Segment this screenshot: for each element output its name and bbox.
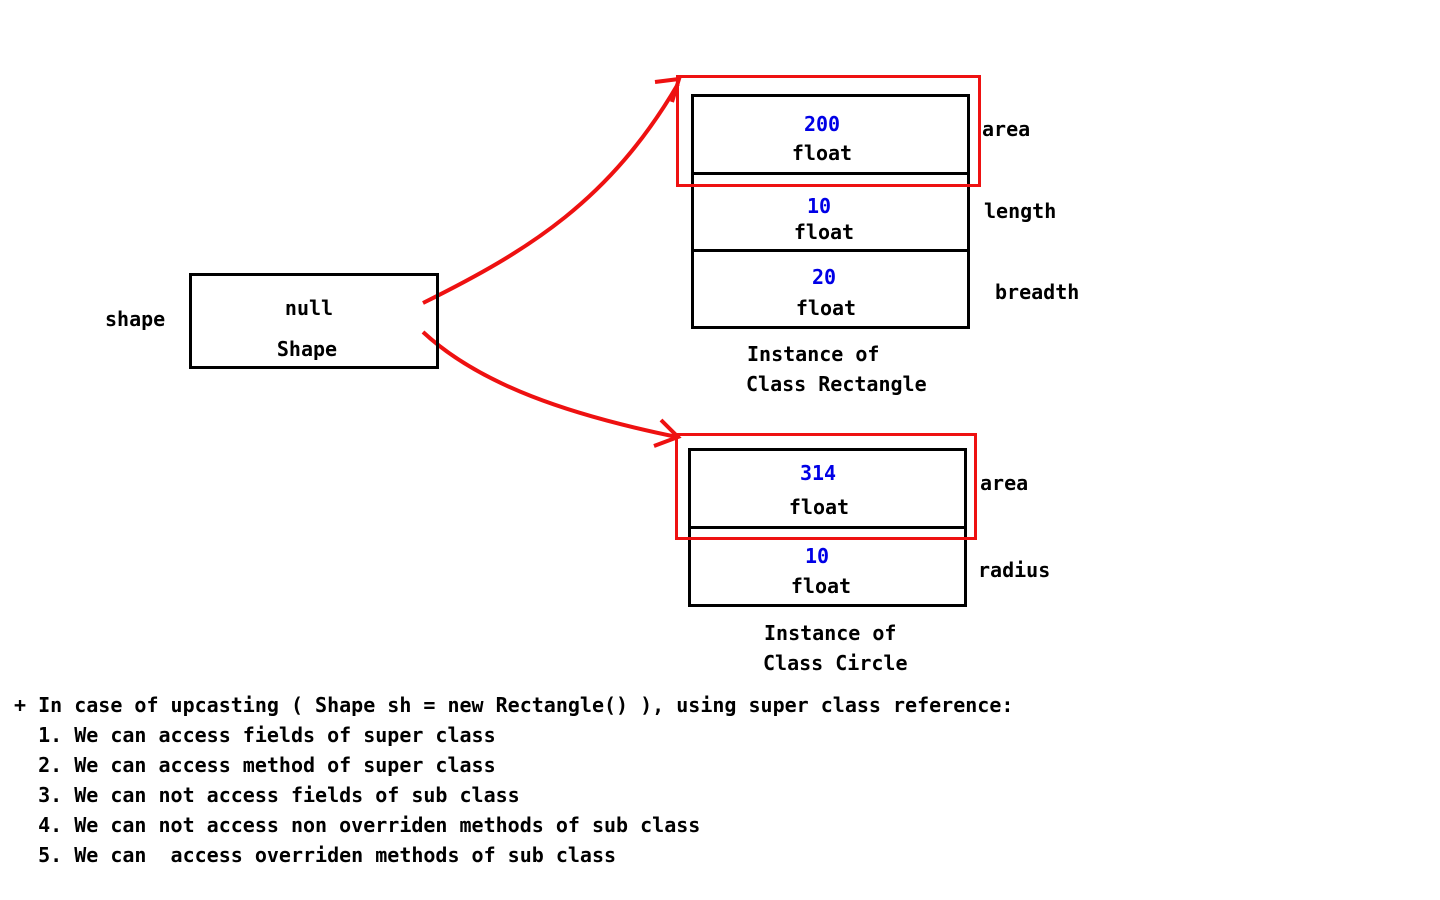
rectangle-divider-1 [691,172,970,175]
rectangle-breadth-name: breadth [995,280,1080,304]
reference-box [189,273,439,369]
upcasting-notes: + In case of upcasting ( Shape sh = new … [14,690,1013,870]
rectangle-length-type: float [793,220,855,244]
circle-radius-name: radius [978,558,1051,582]
rectangle-length-value: 10 [806,194,832,218]
note-item-3: 3. We can not access fields of sub class [14,783,520,807]
rectangle-area-value: 200 [803,112,841,136]
circle-radius-value: 10 [804,544,830,568]
arrowhead-circle [653,418,682,448]
arrowhead-rectangle [654,76,682,103]
note-item-1: 1. We can access fields of super class [14,723,496,747]
note-item-4: 4. We can not access non overriden metho… [14,813,701,837]
notes-heading: + In case of upcasting ( Shape sh = new … [14,693,1014,717]
rectangle-area-type: float [791,141,853,165]
arrow-to-rectangle [422,82,680,305]
circle-area-type: float [788,495,850,519]
arrow-to-circle [421,330,678,439]
rectangle-length-name: length [984,199,1057,223]
rectangle-area-highlight [676,75,981,187]
note-item-5: 5. We can access overriden methods of su… [14,843,617,867]
circle-divider-1 [688,526,967,529]
reference-type: Shape [276,337,338,361]
rectangle-object-box [691,94,970,329]
circle-radius-type: float [790,574,852,598]
circle-caption-line1: Instance of [764,621,897,645]
circle-area-name: area [980,471,1029,495]
rectangle-area-name: area [982,117,1031,141]
rectangle-divider-2 [691,249,970,252]
note-item-2: 2. We can access method of super class [14,753,496,777]
rectangle-caption-line2: Class Rectangle [746,372,927,396]
rectangle-breadth-type: float [795,296,857,320]
rectangle-breadth-value: 20 [811,265,837,289]
circle-area-highlight [675,433,977,540]
reference-value: null [284,296,334,320]
circle-area-value: 314 [799,461,837,485]
circle-caption-line2: Class Circle [763,651,908,675]
reference-var-name: shape [105,307,166,331]
rectangle-caption-line1: Instance of [747,342,880,366]
